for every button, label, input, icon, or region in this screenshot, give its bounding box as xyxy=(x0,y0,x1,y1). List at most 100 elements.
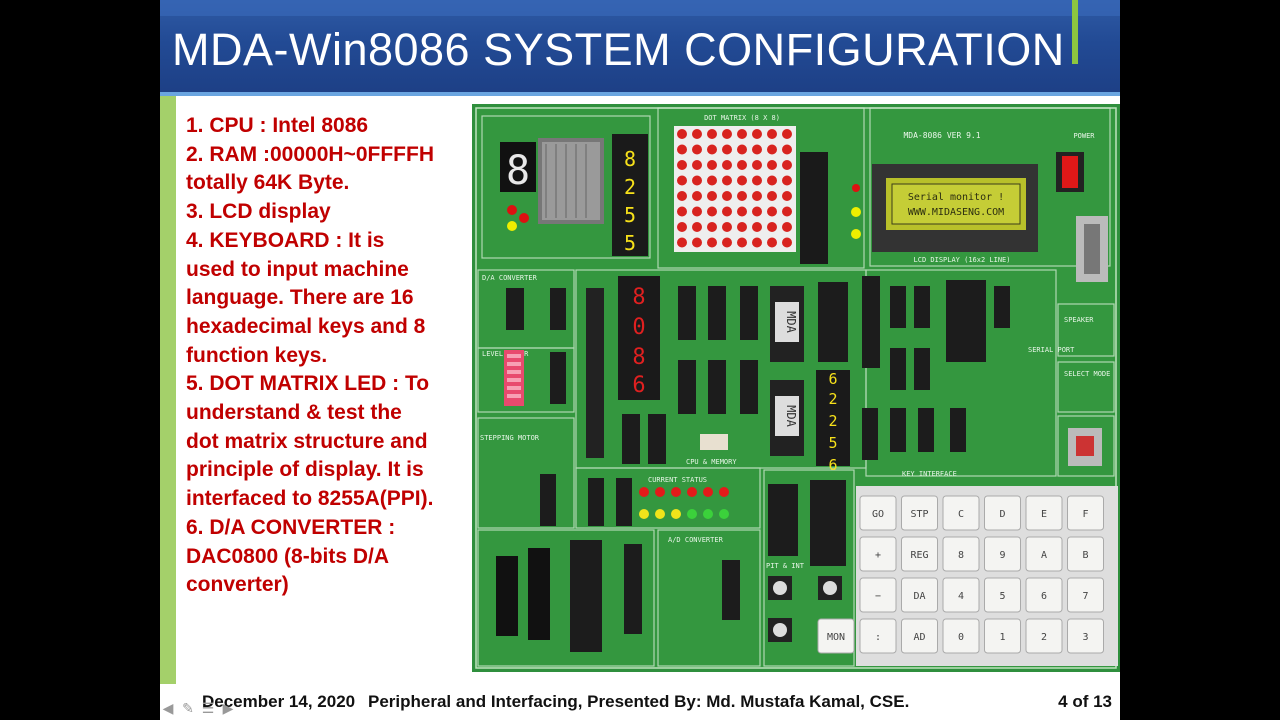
keypad-key[interactable]: 8 xyxy=(942,536,980,572)
dot-matrix-led xyxy=(752,237,762,248)
dot-matrix-led xyxy=(737,129,747,139)
keypad-key[interactable]: REG xyxy=(901,536,938,572)
content-line: 2. RAM :00000H~0FFFFH xyxy=(186,142,434,166)
keypad-key-label: DA xyxy=(913,591,925,602)
keypad-key[interactable]: 4 xyxy=(942,577,980,613)
dot-matrix-led xyxy=(737,191,747,201)
keypad-key[interactable]: 5 xyxy=(984,577,1021,613)
chip-8255-mid-char: 5 xyxy=(828,434,837,452)
dot-matrix-led xyxy=(707,175,717,186)
speaker-label: SPEAKER xyxy=(1064,316,1094,324)
dot-matrix-led xyxy=(737,237,747,248)
keypad-key-label: F xyxy=(1082,509,1088,520)
chip-8086-char: 6 xyxy=(632,373,645,398)
chip-8086-char: 8 xyxy=(632,345,645,370)
select-mode-label: SELECT MODE xyxy=(1064,370,1110,378)
dot-matrix-led xyxy=(677,160,687,170)
key-interface-label: KEY INTERFACE xyxy=(902,470,957,478)
menu-icon[interactable]: ☰ xyxy=(201,700,215,716)
dot-matrix-led xyxy=(737,175,747,186)
arrow-left-icon[interactable]: ◀ xyxy=(162,700,174,716)
content-line: principle of display. It is xyxy=(186,458,424,482)
trainer-board-image: 8 8 2 5 5 DOT MATRIX (8 X 8) MDA-8086 VE… xyxy=(472,104,1120,672)
keypad-key[interactable]: 9 xyxy=(984,536,1021,572)
dot-matrix-led xyxy=(692,206,702,217)
mda-chip-label: MDA xyxy=(784,405,798,427)
footer-page-number: 4 of 13 xyxy=(1058,692,1112,711)
chip-8086-char: 8 xyxy=(632,285,645,310)
content-line: 4. KEYBOARD : It is xyxy=(186,228,385,252)
keypad-key-label: 9 xyxy=(999,550,1005,561)
keypad-key[interactable]: AD xyxy=(901,618,938,654)
keypad-key[interactable]: MON xyxy=(817,618,855,654)
footer-center: Peripheral and Interfacing, Presented By… xyxy=(368,692,910,711)
lcd-label: LCD DISPLAY (16x2 LINE) xyxy=(914,256,1011,264)
keypad-key[interactable]: D xyxy=(984,495,1021,531)
keypad-key[interactable]: C xyxy=(942,495,980,531)
keypad-key[interactable]: : xyxy=(859,618,897,654)
dot-matrix-led xyxy=(767,237,777,248)
keypad-key[interactable]: 1 xyxy=(984,618,1021,654)
left-stripe xyxy=(160,96,176,684)
dot-matrix-led xyxy=(707,144,717,155)
content-line: 6. D/A CONVERTER : xyxy=(186,515,396,539)
pit-int-label: PIT & INT xyxy=(766,562,805,570)
seven-seg-digit: 8 xyxy=(506,148,530,194)
keypad-key[interactable]: GO xyxy=(859,495,897,531)
keypad-key-label: − xyxy=(875,591,881,602)
keypad-key-label: 0 xyxy=(958,632,964,643)
keypad-key[interactable]: E xyxy=(1025,495,1063,531)
dot-matrix-label: DOT MATRIX (8 X 8) xyxy=(704,114,780,122)
keypad-key[interactable]: F xyxy=(1067,495,1104,531)
dot-matrix-led xyxy=(782,222,792,232)
chip-8255-mid-char: 6 xyxy=(828,456,837,474)
arrow-right-icon[interactable]: ▶ xyxy=(222,700,234,716)
dot-matrix-led xyxy=(767,222,777,232)
keypad-key[interactable]: 2 xyxy=(1025,618,1063,654)
content-line: DAC0800 (8-bits D/A xyxy=(186,544,390,568)
keypad-key[interactable]: A xyxy=(1025,536,1063,572)
content-line: 3. LCD display xyxy=(186,200,331,224)
keypad-key[interactable]: STP xyxy=(901,495,938,531)
content-line: hexadecimal keys and 8 xyxy=(186,314,426,338)
content-text: 1. CPU : Intel 8086 2. RAM :00000H~0FFFF… xyxy=(186,112,476,600)
keypad-key-label: MON xyxy=(827,632,845,643)
keypad-key[interactable]: 0 xyxy=(942,618,980,654)
keypad-key[interactable]: DA xyxy=(901,577,938,613)
dot-matrix-led xyxy=(752,206,762,217)
keypad-key-label: C xyxy=(958,509,964,520)
content-line: 5. DOT MATRIX LED : To xyxy=(186,372,430,396)
keypad-key-label: 3 xyxy=(1082,632,1088,643)
keypad-key-label: 4 xyxy=(958,591,964,602)
dot-matrix-led xyxy=(737,222,747,232)
content-line: dot matrix structure and xyxy=(186,429,428,453)
dot-matrix-led xyxy=(707,222,717,232)
dot-matrix-led xyxy=(752,160,762,170)
dot-matrix-led xyxy=(707,160,717,170)
board-version-label: MDA-8086 VER 9.1 xyxy=(903,131,980,140)
keypad-key[interactable]: B xyxy=(1067,536,1104,572)
keypad-key[interactable]: 3 xyxy=(1067,618,1104,654)
stepping-motor-label: STEPPING MOTOR xyxy=(480,434,540,442)
pen-icon[interactable]: ✎ xyxy=(182,700,194,716)
dot-matrix-led xyxy=(692,175,702,186)
keypad-key-label: GO xyxy=(872,509,884,520)
dot-matrix-led xyxy=(677,237,687,248)
dot-matrix-led xyxy=(722,237,732,248)
keypad-key-label: D xyxy=(999,509,1005,520)
dot-matrix-led xyxy=(677,175,687,186)
keypad-key[interactable]: 6 xyxy=(1025,577,1063,613)
slide-nav: ◀ ✎ ☰ ▶ xyxy=(160,700,236,716)
dot-matrix-led xyxy=(692,191,702,201)
dot-matrix-led xyxy=(737,160,747,170)
keypad-key[interactable]: 7 xyxy=(1067,577,1104,613)
green-accent xyxy=(1072,0,1078,64)
keypad-key[interactable]: − xyxy=(859,577,897,613)
serial-port-label: SERIAL PORT xyxy=(1028,346,1075,354)
slide-title: MDA-Win8086 SYSTEM CONFIGURATION xyxy=(172,24,1065,75)
power-label: POWER xyxy=(1073,132,1095,140)
dot-matrix-led xyxy=(707,206,717,217)
content-line: interfaced to 8255A(PPI). xyxy=(186,487,434,511)
keypad-key[interactable]: + xyxy=(859,536,897,572)
lcd-line-1: Serial monitor ! xyxy=(908,192,1004,203)
